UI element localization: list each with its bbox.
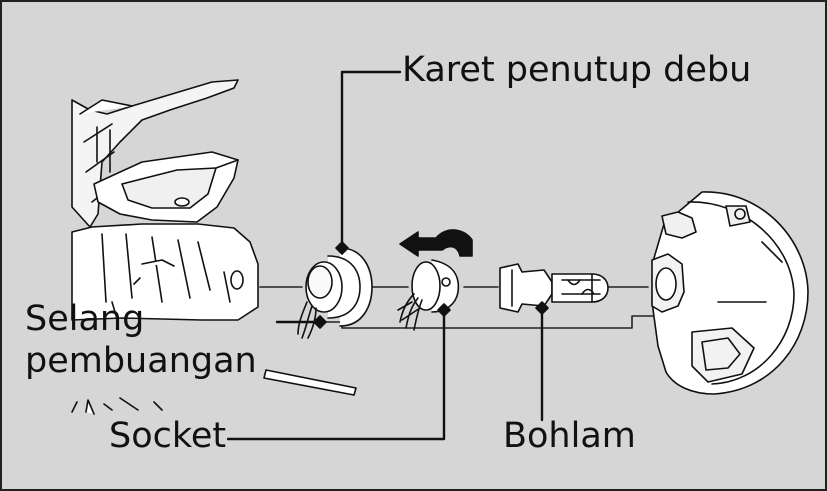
rotation-arrow: [399, 229, 473, 257]
socket-leader: [226, 308, 446, 441]
bulb-label: Bohlam: [503, 416, 636, 456]
leader-markers: [313, 241, 549, 329]
drain-hose-label-line1: Selang: [25, 299, 145, 339]
dust-cover-label: Karet penutup debu: [402, 50, 752, 90]
assembly-axis-line: [259, 286, 661, 329]
dust-cover-leader: [340, 70, 402, 250]
label-leader-lines: [226, 70, 544, 441]
drain-hose-label-line2: pembuangan: [25, 341, 257, 381]
bulb-part: [499, 263, 609, 313]
headlight-housing: [651, 191, 809, 395]
socket-label: Socket: [109, 416, 227, 456]
motorcycle-body-drawing: [71, 79, 357, 415]
socket-part: [397, 259, 460, 331]
dust-cover-part: [297, 247, 373, 339]
